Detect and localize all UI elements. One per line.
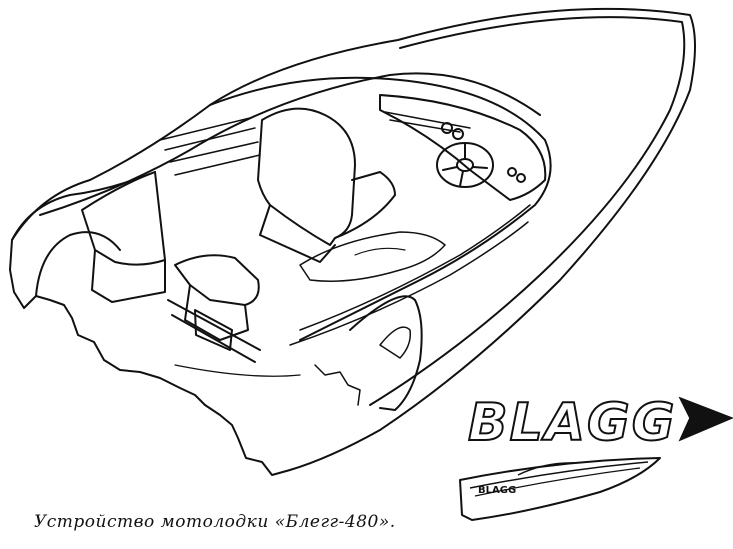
blagg-logo-text: BLAGG (468, 393, 676, 453)
gauge-2 (452, 128, 464, 140)
seat-frame (167, 299, 261, 363)
gauge-1 (441, 122, 453, 134)
side-panel (349, 295, 423, 411)
dashboard (379, 94, 547, 201)
logo-arrow (678, 396, 733, 442)
small-boat-logo: BLAGG (478, 485, 516, 496)
cockpit-rim (209, 76, 552, 341)
stern-seat (81, 171, 166, 266)
gauge-3 (507, 167, 517, 177)
driver-seat (257, 107, 356, 246)
gauge-4 (516, 173, 526, 183)
figure-caption: Устройство мотолодки «Блегг-480». (34, 512, 396, 532)
floor-slats (159, 117, 261, 176)
hull-outline (9, 7, 696, 476)
blagg-logo: BLAGG (467, 392, 733, 454)
transom (11, 171, 156, 297)
small-boat-sideview: BLAGG (459, 457, 661, 521)
gunwale-line (369, 16, 686, 406)
